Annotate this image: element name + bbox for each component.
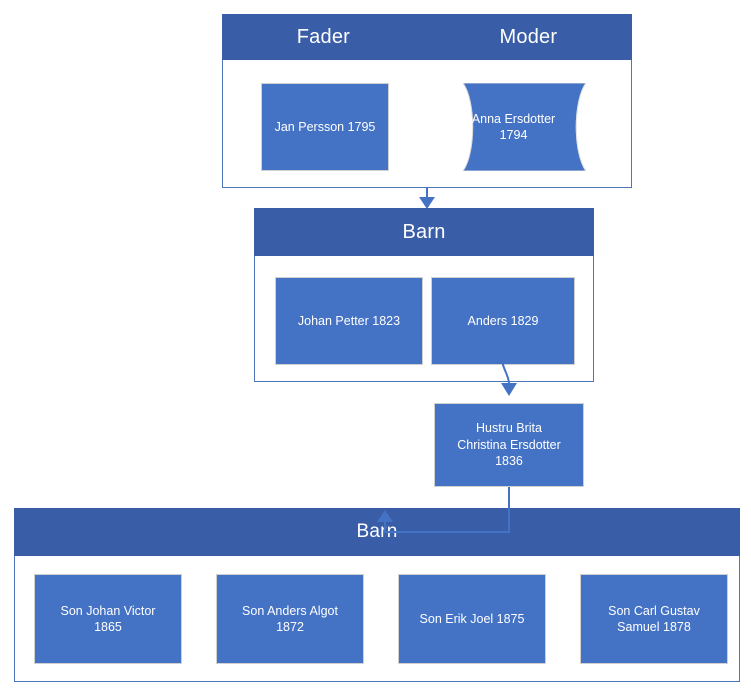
node-jan-persson-label: Jan Persson 1795 (274, 119, 376, 134)
node-anna-ersdotter-label: Anna Ersdotter 1794 (471, 111, 556, 143)
group-children-gen1-header: Barn (254, 208, 594, 256)
group-header-label-barn-2: Barn (356, 521, 398, 542)
node-son-johan-victor-label: Son Johan Victor 1865 (60, 603, 156, 635)
node-anna-ersdotter[interactable]: Anna Ersdotter 1794 (447, 83, 602, 171)
group-children-gen2-header: Barn (14, 508, 740, 556)
node-son-anders-algot-label: Son Anders Algot 1872 (242, 603, 338, 635)
connector-parents-to-barn1 (419, 188, 435, 209)
node-anders-label: Anders 1829 (467, 313, 539, 328)
group-header-label-moder: Moder (499, 25, 558, 48)
node-jan-persson[interactable]: Jan Persson 1795 (261, 83, 389, 171)
node-son-carl-gustav[interactable]: Son Carl Gustav Samuel 1878 (580, 574, 728, 664)
node-son-anders-algot[interactable]: Son Anders Algot 1872 (216, 574, 364, 664)
group-parents[interactable]: Fader Moder Jan Persson 1795 Anna Ersdot… (222, 14, 632, 188)
node-johan-petter[interactable]: Johan Petter 1823 (275, 277, 423, 365)
node-son-carl-gustav-label: Son Carl Gustav Samuel 1878 (608, 603, 700, 635)
group-parents-header: Fader Moder (222, 14, 632, 60)
node-hustru-brita-label: Hustru Brita Christina Ersdotter 1836 (457, 421, 561, 469)
node-son-johan-victor[interactable]: Son Johan Victor 1865 (34, 574, 182, 664)
group-children-gen2[interactable]: Barn Son Johan Victor 1865 Son Anders Al… (14, 508, 740, 682)
node-johan-petter-label: Johan Petter 1823 (297, 313, 401, 328)
node-son-erik-joel[interactable]: Son Erik Joel 1875 (398, 574, 546, 664)
group-header-label-barn-1: Barn (402, 220, 446, 243)
node-anders[interactable]: Anders 1829 (431, 277, 575, 365)
node-hustru-brita[interactable]: Hustru Brita Christina Ersdotter 1836 (434, 403, 584, 487)
node-son-erik-joel-label: Son Erik Joel 1875 (419, 611, 525, 626)
group-header-label-fader: Fader (296, 25, 350, 48)
group-children-gen1[interactable]: Barn Johan Petter 1823 Anders 1829 (254, 208, 594, 382)
cylinder-shape-icon (462, 83, 587, 171)
